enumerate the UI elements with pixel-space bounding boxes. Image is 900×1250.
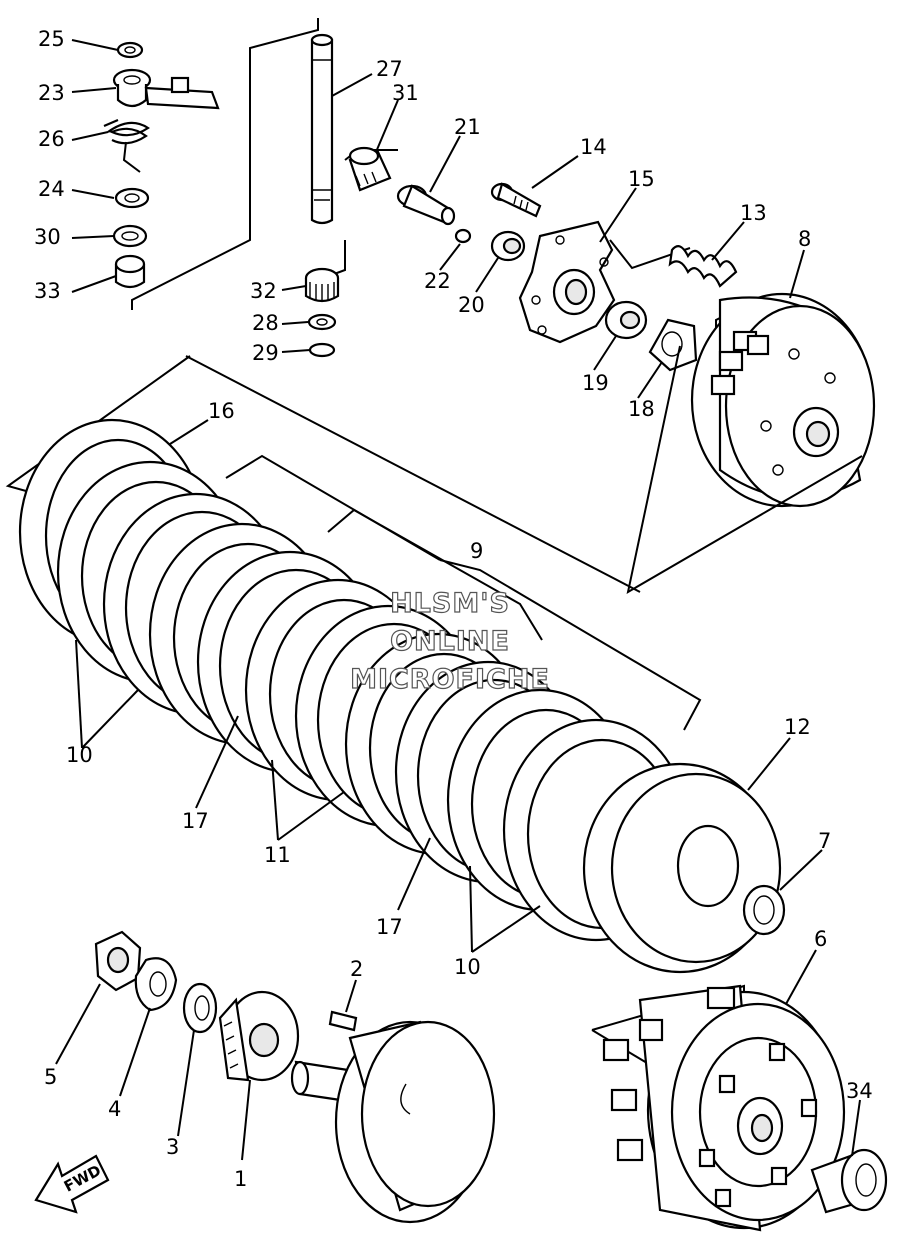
part-25-circlip[interactable] (116, 41, 144, 59)
callout-8: 8 (798, 227, 811, 251)
callout-9: 9 (470, 539, 483, 563)
guide-line-mid2 (327, 508, 543, 641)
guide-line-top (185, 355, 641, 593)
watermark-line1: HLSM'S (390, 588, 510, 619)
callout-4: 4 (108, 1097, 121, 1121)
callout-32: 32 (250, 279, 277, 303)
leader-lines (55, 39, 861, 1161)
part-2-key[interactable] (328, 1010, 358, 1032)
part-5-nut[interactable] (94, 930, 142, 992)
callout-7: 7 (818, 829, 831, 853)
part-23-lever[interactable] (112, 68, 220, 110)
part-34-spacer[interactable] (810, 1148, 888, 1214)
callout-15: 15 (628, 167, 655, 191)
pressure-assembly-group (396, 182, 876, 508)
part-8-clutch-boss[interactable] (690, 292, 876, 508)
part-4-lock-washer[interactable] (134, 957, 178, 1012)
plate-stack-group (18, 418, 786, 974)
callout-19: 19 (582, 371, 609, 395)
callout-28: 28 (252, 311, 279, 335)
guide-line-9 (439, 559, 702, 731)
callout-22: 22 (424, 269, 451, 293)
callout-12: 12 (784, 715, 811, 739)
part-30-bearing[interactable] (112, 224, 148, 248)
callout-5: 5 (44, 1065, 57, 1089)
part-24-washer[interactable] (114, 187, 150, 209)
callout-29: 29 (252, 341, 279, 365)
callout-30: 30 (34, 225, 61, 249)
part-32-pinion[interactable] (304, 267, 340, 303)
callout-10b: 10 (454, 955, 481, 979)
callout-27: 27 (376, 57, 403, 81)
callout-10a: 10 (66, 743, 93, 767)
callout-21: 21 (454, 115, 481, 139)
callout-33: 33 (34, 279, 61, 303)
primary-drive-group (94, 930, 496, 1224)
callout-6: 6 (814, 927, 827, 951)
watermark-line2: ONLINE (390, 626, 510, 657)
part-1-gear[interactable] (218, 990, 300, 1082)
callout-16: 16 (208, 399, 235, 423)
callout-20: 20 (458, 293, 485, 317)
callout-14: 14 (580, 135, 607, 159)
part-22-ball[interactable] (454, 228, 472, 244)
callout-13: 13 (740, 201, 767, 225)
part-7-circlip[interactable] (742, 884, 786, 936)
part-28-washer[interactable] (307, 313, 337, 331)
callout-25: 25 (38, 27, 65, 51)
part-29-circlip[interactable] (308, 342, 336, 358)
part-13-spring[interactable] (668, 245, 738, 288)
callout-2: 2 (350, 957, 363, 981)
part-18-lock-washer[interactable] (648, 318, 698, 372)
watermark: HLSM'S ONLINE MICROFICHE (349, 587, 550, 695)
watermark-line3: MICROFICHE (350, 664, 550, 695)
callout-23: 23 (38, 81, 65, 105)
callout-11: 11 (264, 843, 291, 867)
part-26-spring[interactable] (103, 118, 150, 173)
callout-labels: 25 23 26 24 30 33 27 31 21 14 15 13 8 32… (34, 27, 873, 1191)
part-15-pressure-plate[interactable] (518, 220, 616, 344)
push-rod-group (304, 33, 398, 358)
part-14-bolt[interactable] (490, 182, 542, 218)
part-3-circlip[interactable] (182, 982, 218, 1034)
primary-shaft (290, 1020, 496, 1224)
callout-18: 18 (628, 397, 655, 421)
callout-31: 31 (392, 81, 419, 105)
part-21-push-rod[interactable] (396, 184, 456, 226)
part-19-nut[interactable] (604, 300, 648, 340)
part-12-pressure-plate[interactable] (582, 762, 782, 974)
part-33-collar[interactable] (114, 254, 146, 289)
release-lever-group (103, 18, 319, 310)
callout-3: 3 (166, 1135, 179, 1159)
callout-17b: 17 (376, 915, 403, 939)
part-31-push-piece[interactable] (348, 146, 392, 192)
callout-17a: 17 (182, 809, 209, 833)
callout-26: 26 (38, 127, 65, 151)
part-27-push-rod[interactable] (310, 33, 334, 225)
fwd-arrow-icon: FWD (34, 1154, 110, 1214)
part-6-clutch-housing[interactable] (591, 984, 846, 1232)
guide-line-8 (626, 345, 863, 594)
callout-34: 34 (846, 1079, 873, 1103)
callout-24: 24 (38, 177, 65, 201)
part-20-bearing[interactable] (490, 230, 526, 262)
callout-1: 1 (234, 1167, 247, 1191)
